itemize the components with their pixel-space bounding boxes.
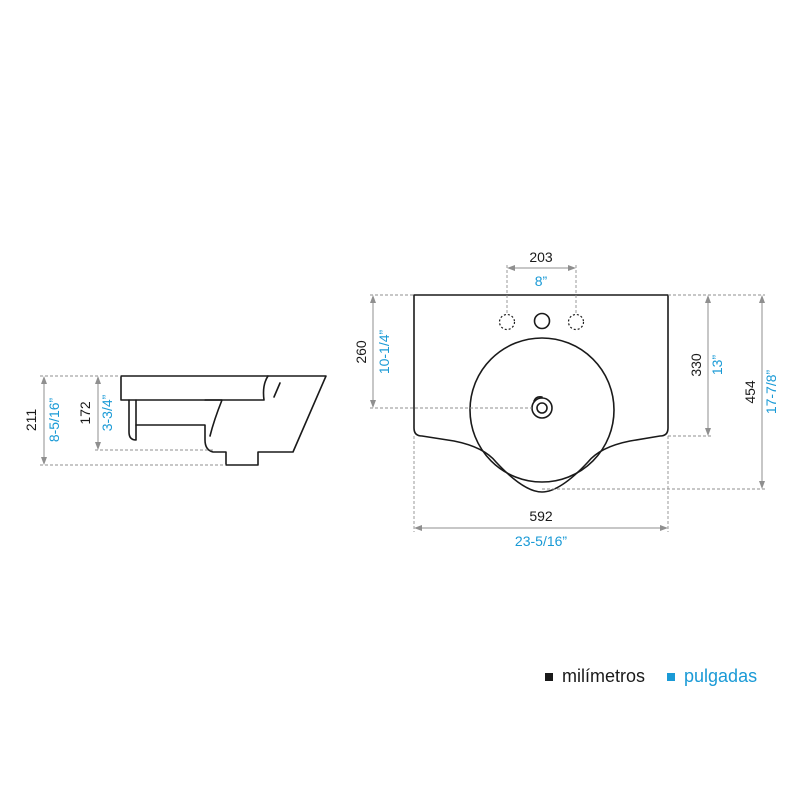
width-mm: 592 (529, 508, 553, 524)
total-depth-arrow-bottom (759, 481, 765, 489)
side-view-rim (120, 375, 327, 466)
tap-hole-right (567, 313, 585, 331)
side-dim-bowl-arrow-bottom (95, 442, 101, 450)
width-in: 23-5/16” (515, 533, 567, 549)
tap-dim-arrow-right (568, 265, 576, 271)
tap-dim-arrow-left (507, 265, 515, 271)
top-view-outline (413, 294, 669, 493)
legend-inches: pulgadas (667, 666, 757, 687)
side-depth-arrow-bottom (705, 428, 711, 436)
inches-swatch (667, 672, 676, 681)
side-depth-mm: 330 (688, 353, 704, 377)
millimeters-swatch (545, 672, 553, 681)
tap-hole-left (498, 313, 516, 331)
side-depth-in: 13” (709, 355, 725, 376)
tap-hole-center (533, 312, 551, 330)
tap-spacing-mm: 203 (529, 249, 553, 265)
width-arrow-left (414, 525, 422, 531)
drain-dim-arrow-top (370, 295, 376, 303)
top-view: 203 8” 260 10-1/4” 330 13” 454 17-7/8” 5… (353, 249, 779, 549)
legend-millimeters: milímetros (545, 666, 645, 687)
units-legend: milímetros pulgadas (545, 666, 757, 687)
total-depth-in: 17-7/8” (763, 369, 779, 414)
side-dim-bowl-arrow-top (95, 376, 101, 384)
side-view-basin-slope (204, 375, 269, 401)
side-bowl-in: 3-3/4” (99, 394, 115, 431)
drain-offset-mm: 260 (353, 340, 369, 364)
legend-inches-label: pulgadas (684, 666, 758, 686)
width-arrow-right (660, 525, 668, 531)
side-total-mm: 211 (23, 409, 39, 432)
side-depth-arrow-top (705, 295, 711, 303)
drain-inner (536, 402, 548, 414)
tap-spacing-in: 8” (535, 273, 548, 289)
legend-millimeters-label: milímetros (562, 666, 646, 686)
drain-slot (533, 396, 543, 402)
top-view-bowl (469, 337, 615, 483)
side-dim-total-arrow-bottom (41, 457, 47, 465)
total-depth-mm: 454 (742, 380, 758, 404)
side-view-bowl-line (128, 399, 223, 437)
side-total-in: 8-5/16” (46, 397, 62, 442)
total-depth-arrow-top (759, 295, 765, 303)
side-view-overflow-mark (273, 382, 281, 398)
side-bowl-mm: 172 (77, 401, 93, 425)
drain-dim-arrow-bottom (370, 400, 376, 408)
side-dim-total-arrow-top (41, 376, 47, 384)
drain-offset-in: 10-1/4” (376, 329, 392, 374)
side-view: 211 8-5/16” 172 3-3/4” (23, 375, 327, 466)
